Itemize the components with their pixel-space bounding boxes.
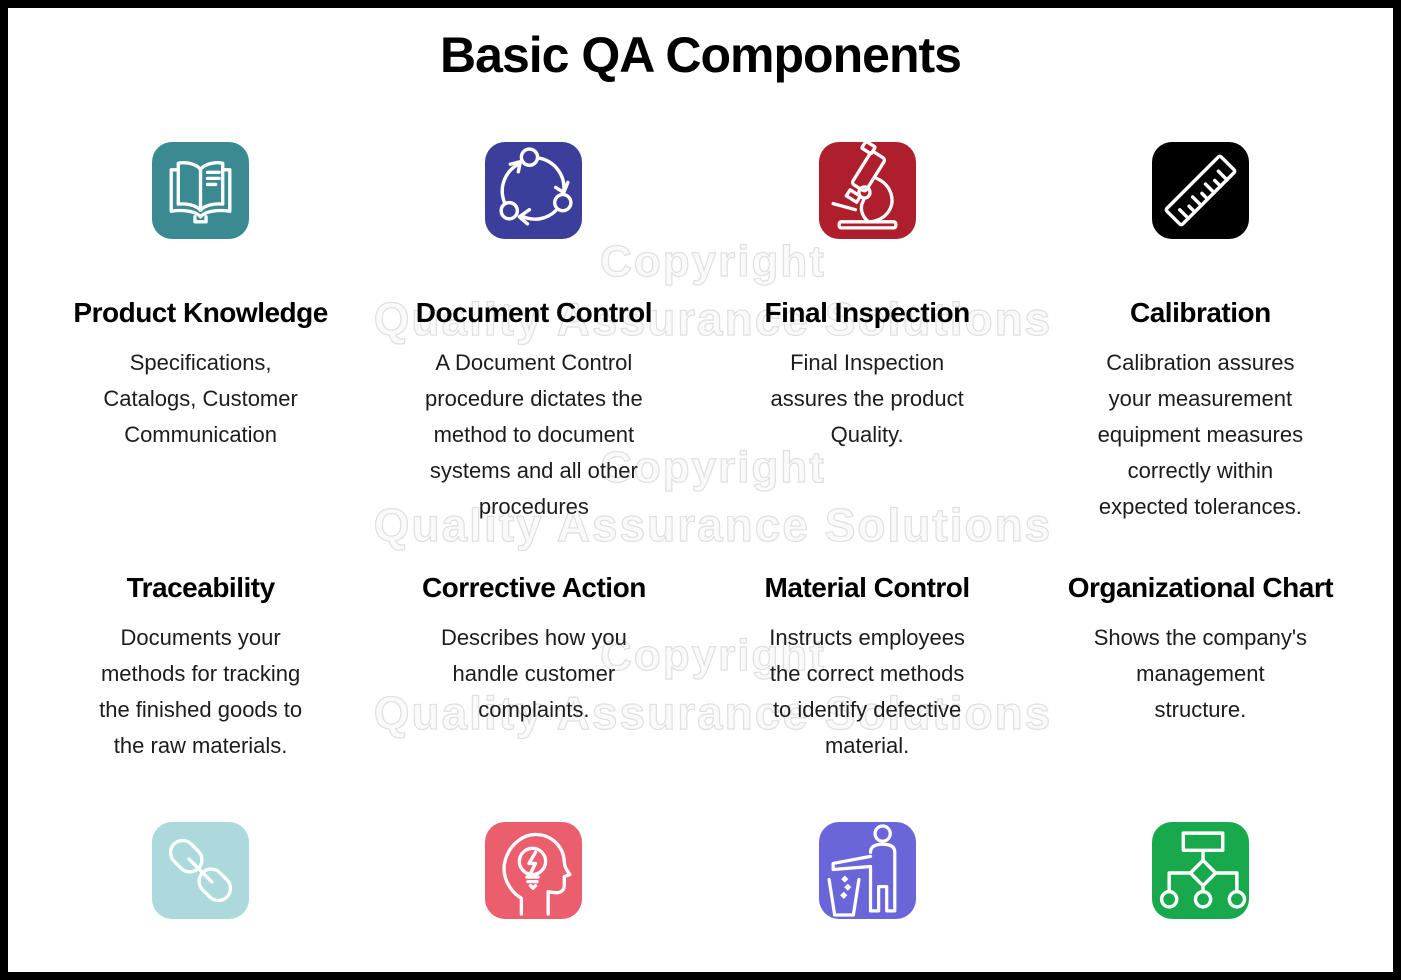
chain-link-icon [152, 822, 250, 919]
component-title: Document Control [415, 297, 653, 328]
component-title: Final Inspection [764, 297, 971, 328]
material-control-icon-cell [701, 822, 1034, 922]
litter-disposal-icon [818, 822, 916, 919]
component-title: Calibration [1130, 297, 1271, 328]
traceability-icon-cell [34, 822, 367, 922]
org-chart-icon [1151, 822, 1249, 919]
calibration-icon-cell [1034, 142, 1367, 239]
document-control-text: Document Control A Document Control proc… [367, 239, 700, 534]
ruler-icon [1151, 142, 1249, 239]
component-title: Corrective Action [421, 572, 646, 603]
component-description: Calibration assures your measurement equ… [1097, 350, 1304, 519]
component-title: Product Knowledge [73, 297, 328, 328]
product-knowledge-text: Product Knowledge Specifications, Catalo… [34, 239, 367, 534]
component-description: Documents your methods for tracking the … [99, 625, 303, 758]
page-title: Basic QA Components [440, 27, 962, 83]
component-description: A Document Control procedure dictates th… [425, 350, 643, 519]
calibration-text: Calibration Calibration assures your mea… [1034, 239, 1367, 534]
material-control-text: Material Control Instructs employees the… [701, 534, 1034, 822]
corrective-action-text: Corrective Action Describes how you hand… [367, 534, 700, 822]
organizational-chart-text: Organizational Chart Shows the company's… [1034, 534, 1367, 822]
document-control-icon-cell [367, 142, 700, 239]
corrective-action-icon-cell [367, 822, 700, 922]
components-grid: Product Knowledge Specifications, Catalo… [8, 142, 1393, 922]
component-title: Material Control [764, 572, 971, 603]
component-description: Specifications, Catalogs, Customer Commu… [103, 350, 298, 447]
component-description: Shows the company's management structure… [1093, 625, 1308, 722]
idea-head-icon [485, 822, 583, 919]
product-knowledge-icon-cell [34, 142, 367, 239]
component-description: Final Inspection assures the product Qua… [770, 350, 964, 447]
component-title: Traceability [126, 572, 276, 603]
traceability-text: Traceability Documents your methods for … [34, 534, 367, 822]
final-inspection-icon-cell [701, 142, 1034, 239]
microscope-icon [818, 142, 916, 239]
component-description: Instructs employees the correct methods … [769, 625, 965, 758]
open-book-icon [152, 142, 250, 239]
cycle-arrows-icon [485, 142, 583, 239]
component-description: Describes how you handle customer compla… [440, 625, 627, 722]
organizational-chart-icon-cell [1034, 822, 1367, 922]
component-title: Organizational Chart [1067, 572, 1334, 603]
final-inspection-text: Final Inspection Final Inspection assure… [701, 239, 1034, 534]
